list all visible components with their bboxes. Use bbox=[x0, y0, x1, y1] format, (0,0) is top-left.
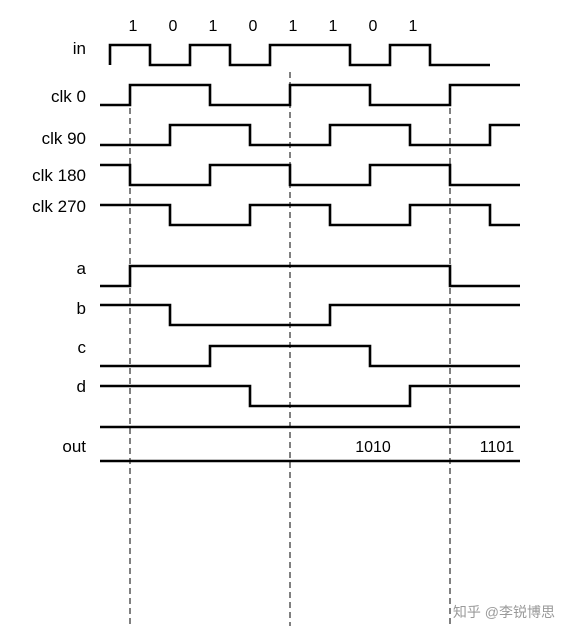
bit-label: 1 bbox=[209, 18, 218, 35]
waveform-clk180 bbox=[100, 163, 520, 187]
signal-label-c: c bbox=[78, 338, 87, 357]
signal-label-out: out bbox=[62, 437, 86, 456]
waveform-clk90 bbox=[100, 123, 520, 147]
signal-label-a: a bbox=[77, 259, 87, 278]
out-value: 1101 bbox=[480, 439, 515, 456]
signal-label-d: d bbox=[77, 377, 86, 396]
waveform-d bbox=[100, 384, 520, 408]
waveforms bbox=[100, 43, 520, 408]
sample-markers bbox=[129, 72, 451, 626]
bit-label: 0 bbox=[169, 18, 178, 35]
out-bus: 1010 1101 bbox=[100, 425, 520, 463]
bit-label: 1 bbox=[409, 18, 418, 35]
signal-label-in: in bbox=[73, 39, 86, 58]
signal-labels: in clk 0 clk 90 clk 180 clk 270 a b c d … bbox=[32, 39, 86, 456]
waveform-c bbox=[100, 344, 520, 368]
waveform-b bbox=[100, 303, 520, 327]
watermark: 知乎 @李锐博思 bbox=[453, 604, 555, 620]
bit-label: 0 bbox=[249, 18, 258, 35]
bit-label: 1 bbox=[329, 18, 338, 35]
signal-label-clk270: clk 270 bbox=[32, 197, 86, 216]
waveform-clk270 bbox=[100, 203, 520, 227]
waveform-a bbox=[100, 264, 520, 288]
signal-label-b: b bbox=[77, 299, 86, 318]
waveform-clk0 bbox=[100, 83, 520, 107]
bit-label: 0 bbox=[369, 18, 378, 35]
bit-label: 1 bbox=[129, 18, 138, 35]
signal-label-clk0: clk 0 bbox=[51, 87, 86, 106]
waveform-in bbox=[108, 43, 490, 67]
signal-label-clk180: clk 180 bbox=[32, 166, 86, 185]
bit-label: 1 bbox=[289, 18, 298, 35]
bit-labels: 1 0 1 0 1 1 0 1 bbox=[129, 18, 418, 35]
signal-label-clk90: clk 90 bbox=[42, 129, 86, 148]
out-value: 1010 bbox=[355, 439, 391, 456]
